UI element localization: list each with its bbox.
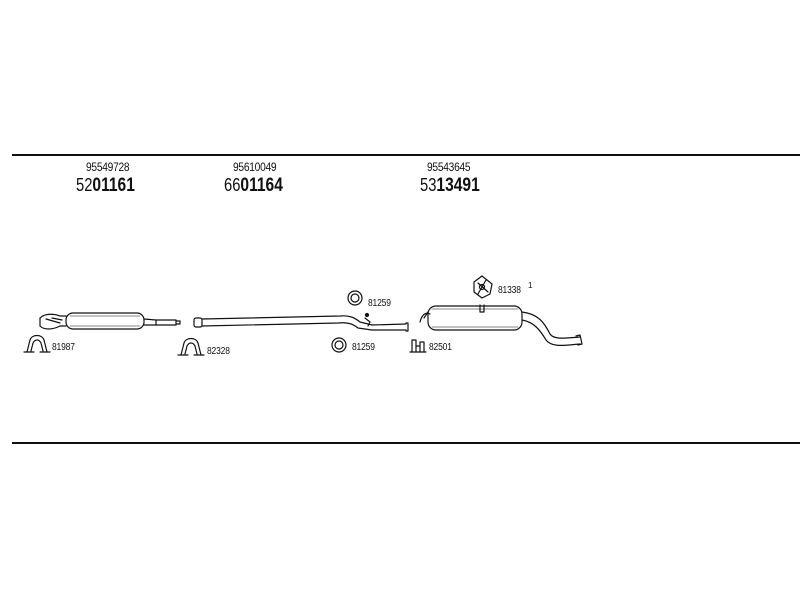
code-prefix: 52 [76, 175, 93, 195]
ring-upper-label: 81259 [368, 298, 391, 309]
code-prefix: 53 [420, 175, 437, 195]
bottom-divider-line [12, 442, 800, 444]
code-prefix: 66 [224, 175, 241, 195]
clamp-mid-label: 82328 [207, 346, 230, 357]
code-rear-section: 5313491 [420, 176, 480, 195]
front-silencer-part [39, 312, 181, 330]
bracket-icon [409, 339, 427, 353]
ring-icon [331, 337, 347, 353]
bracket-label: 82501 [429, 342, 452, 353]
rubber-mount-label: 81338 [498, 285, 521, 296]
code-front-section: 5201161 [76, 176, 135, 195]
part-number-front-section: 95549728 [86, 160, 130, 174]
clamp-icon [23, 334, 51, 353]
ring-lower-label: 81259 [352, 342, 375, 353]
top-divider-line [12, 154, 800, 156]
part-number-rear-section: 95543645 [427, 160, 471, 174]
code-main: 13491 [436, 175, 480, 196]
code-middle-section: 6601164 [224, 176, 283, 195]
clamp-icon [177, 337, 205, 356]
code-main: 01161 [92, 175, 135, 196]
part-number-middle-section: 95610049 [233, 160, 277, 174]
code-main: 01164 [240, 175, 283, 196]
rubber-mount-icon [473, 275, 493, 299]
middle-pipe-part [193, 312, 409, 332]
rear-silencer-part [419, 304, 583, 346]
clamp-front-label: 81987 [52, 342, 75, 353]
ring-icon [347, 290, 363, 306]
rubber-mount-qty: 1 [528, 281, 533, 290]
